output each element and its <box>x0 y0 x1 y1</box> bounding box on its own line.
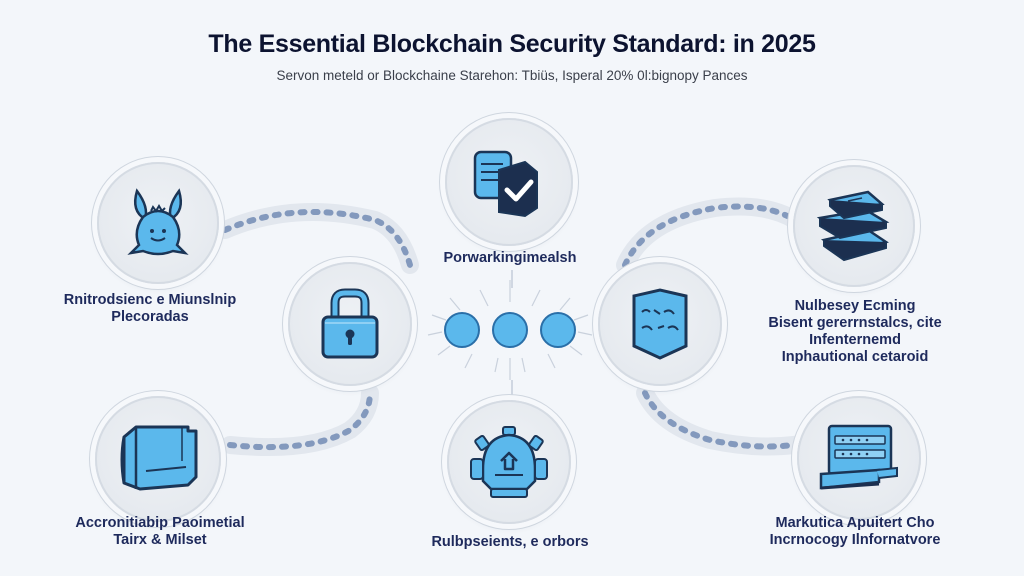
chain-connector-top-right <box>616 197 804 274</box>
label-top-left: Rnitrodsienc e Miunslnip Plecoradas <box>63 292 237 325</box>
center-dots-burst <box>420 280 600 380</box>
label-top-right: Nulbesey Ecming Bisent gererrnstalcs, ci… <box>768 298 942 365</box>
label-bottom-left: Accronitiabip Paoimetial Tairx & Milset <box>75 515 245 548</box>
node-top-center <box>445 118 573 246</box>
node-bottom-center <box>447 400 571 524</box>
server-terminal-icon <box>819 424 898 490</box>
chain-connector-bottom-left <box>221 385 379 457</box>
node-mid-left <box>288 262 412 386</box>
upload-device-icon <box>470 426 548 498</box>
mascot-creature-icon <box>127 188 189 256</box>
label-top-center: Porwarkingimealsh <box>443 250 577 266</box>
page-title: The Essential Blockchain Security Standa… <box>208 30 816 58</box>
label-bottom-right: Markutica Apuitert Cho Incrnocogy Ilnfor… <box>769 515 941 548</box>
node-top-left <box>97 162 219 284</box>
page-subtitle: Servon meteld or Blockchaine Starehon: T… <box>276 68 748 83</box>
padlock-icon <box>321 288 379 359</box>
node-bottom-right <box>797 396 921 520</box>
node-bottom-left <box>95 396 221 522</box>
label-bottom-center: Rulbpseients, e orbors <box>431 534 589 550</box>
folder-box-icon <box>120 425 198 491</box>
node-top-right <box>793 165 915 287</box>
three-blue-dots-burst-icon <box>427 280 593 380</box>
database-shield-check-icon <box>473 150 538 218</box>
node-mid-right <box>598 262 722 386</box>
stacked-books-icon <box>816 190 890 262</box>
shield-document-icon <box>632 288 688 360</box>
